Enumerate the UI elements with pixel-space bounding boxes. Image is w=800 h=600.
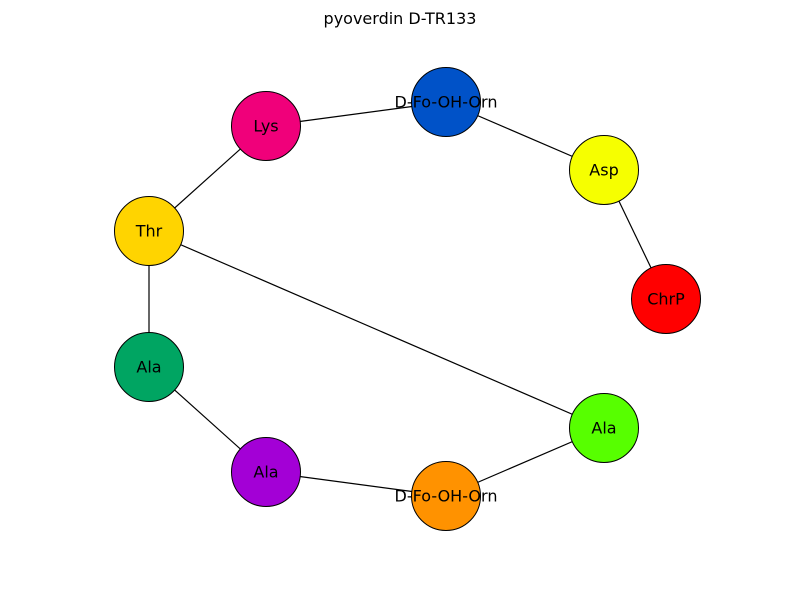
graph-node: Ala: [231, 437, 301, 507]
node-label: ChrP: [647, 290, 685, 309]
graph-node: Lys: [231, 91, 301, 161]
graph-node: ChrP: [631, 264, 701, 334]
node-label: Ala: [591, 419, 616, 438]
node-circle: [411, 67, 481, 137]
node-label: D-Fo-OH-Orn: [395, 487, 498, 506]
node-label: Thr: [135, 222, 163, 241]
node-circle: [569, 135, 639, 205]
node-label: D-Fo-OH-Orn: [395, 93, 498, 112]
graph-node: Thr: [114, 196, 184, 266]
node-circle: [631, 264, 701, 334]
nodes-layer: D-Fo-OH-OrnLysAspThrChrPAlaAlaAlaD-Fo-OH…: [114, 67, 701, 531]
graph-node: Asp: [569, 135, 639, 205]
node-circle: [114, 332, 184, 402]
graph-node: Ala: [114, 332, 184, 402]
node-circle: [231, 91, 301, 161]
graph-node: Ala: [569, 393, 639, 463]
node-label: Ala: [253, 463, 278, 482]
diagram-title: pyoverdin D-TR133: [323, 9, 477, 28]
node-label: Ala: [136, 358, 161, 377]
node-label: Asp: [589, 161, 618, 180]
graph-node: D-Fo-OH-Orn: [395, 67, 498, 137]
node-label: Lys: [253, 117, 278, 136]
graph-node: D-Fo-OH-Orn: [395, 461, 498, 531]
node-circle: [569, 393, 639, 463]
node-circle: [411, 461, 481, 531]
edge-n4-n7: [148, 230, 605, 429]
node-circle: [114, 196, 184, 266]
node-circle: [231, 437, 301, 507]
